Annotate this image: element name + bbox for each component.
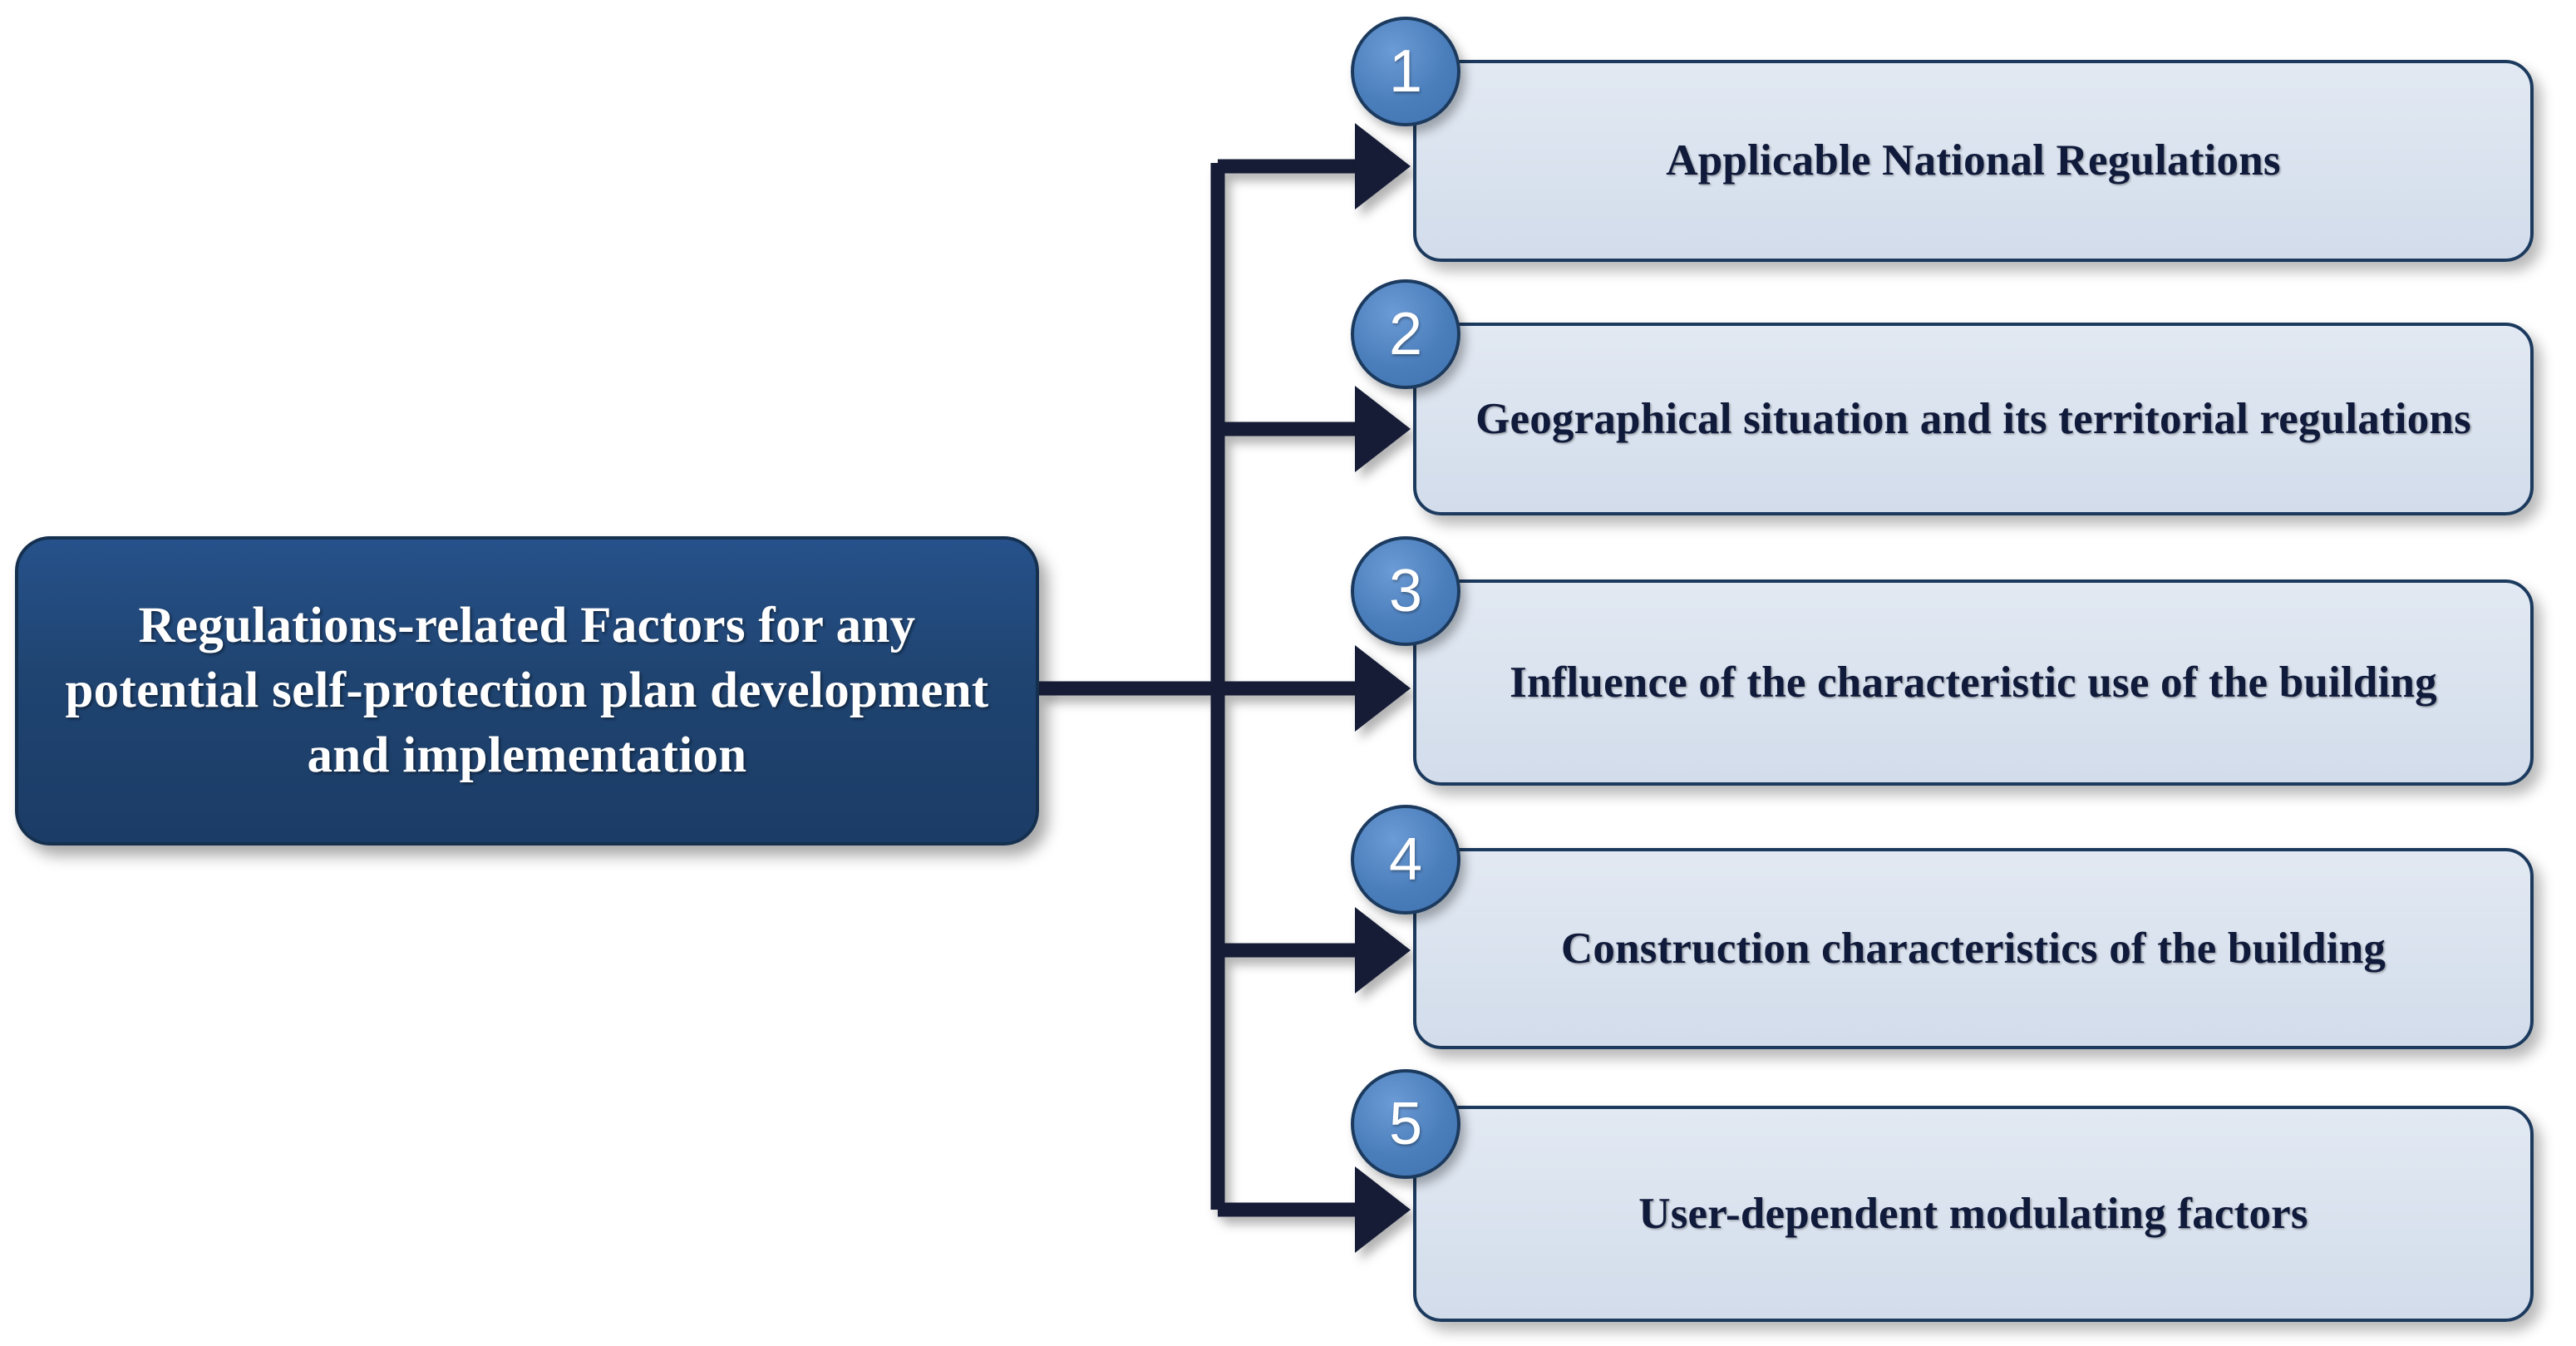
branch-box-5[interactable]: User-dependent modulating factors bbox=[1413, 1106, 2534, 1322]
branch-label-4: Construction characteristics of the buil… bbox=[1560, 924, 2386, 973]
root-node[interactable]: Regulations-related Factors for any pote… bbox=[15, 536, 1039, 846]
branch-label-3: Influence of the characteristic use of t… bbox=[1510, 658, 2437, 707]
branch-number-text-2: 2 bbox=[1388, 301, 1423, 367]
branch-box-1[interactable]: Applicable National Regulations bbox=[1413, 60, 2534, 262]
branch-number-badge-2: 2 bbox=[1351, 279, 1460, 389]
branch-label-5: User-dependent modulating factors bbox=[1638, 1189, 2308, 1238]
branch-box-4[interactable]: Construction characteristics of the buil… bbox=[1413, 848, 2534, 1049]
branch-box-3[interactable]: Influence of the characteristic use of t… bbox=[1413, 579, 2534, 786]
root-node-label: Regulations-related Factors for any pote… bbox=[65, 597, 989, 784]
branch-number-text-5: 5 bbox=[1388, 1091, 1423, 1157]
branch-number-text-1: 1 bbox=[1388, 38, 1423, 105]
branch-box-2[interactable]: Geographical situation and its territori… bbox=[1413, 323, 2534, 515]
branch-label-2: Geographical situation and its territori… bbox=[1475, 394, 2471, 443]
branch-label-1: Applicable National Regulations bbox=[1666, 136, 2281, 185]
branch-number-text-4: 4 bbox=[1388, 826, 1423, 893]
branch-number-badge-5: 5 bbox=[1351, 1069, 1460, 1179]
branch-number-text-3: 3 bbox=[1388, 558, 1423, 624]
branch-number-badge-1: 1 bbox=[1351, 17, 1460, 126]
branch-number-badge-3: 3 bbox=[1351, 536, 1460, 646]
branch-number-badge-4: 4 bbox=[1351, 805, 1460, 915]
